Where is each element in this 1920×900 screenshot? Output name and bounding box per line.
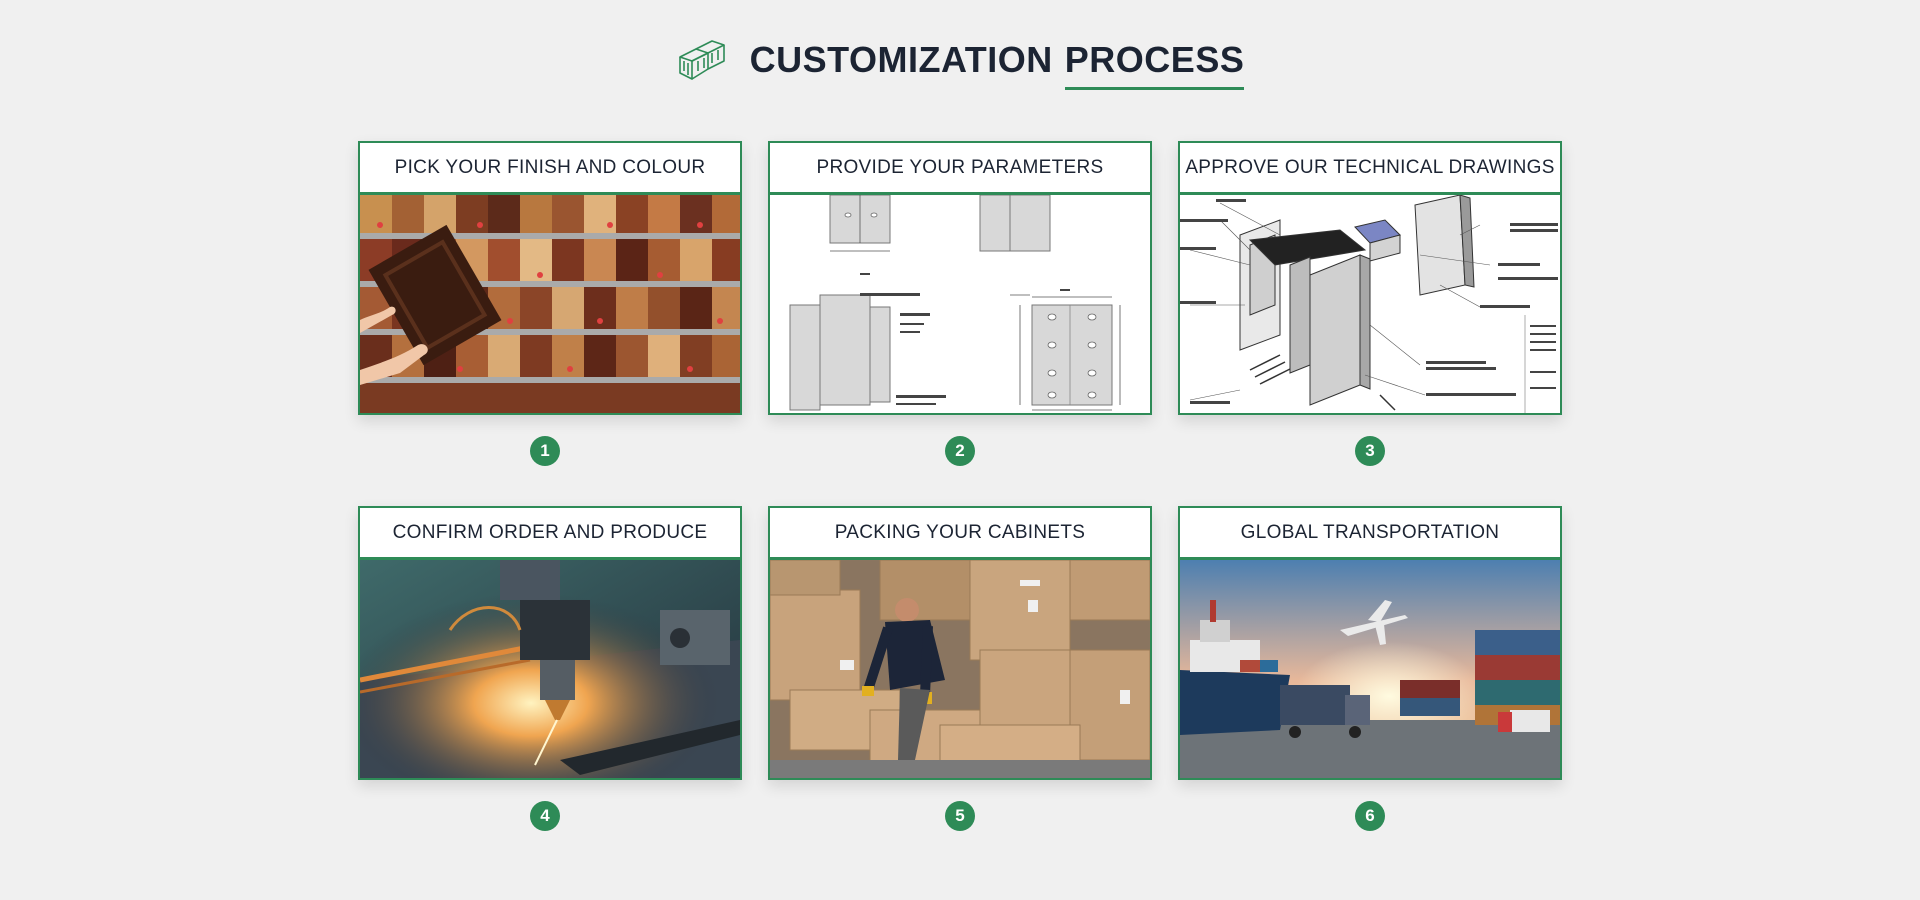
- step-card-3[interactable]: APPROVE OUR TECHNICAL DRAWINGS: [1178, 141, 1562, 415]
- step-title: PROVIDE YOUR PARAMETERS: [770, 143, 1150, 195]
- page-header: CUSTOMIZATION PROCESS: [0, 34, 1920, 90]
- step-title: CONFIRM ORDER AND PRODUCE: [360, 508, 740, 560]
- title-part-2: PROCESS: [1064, 34, 1245, 90]
- worker-packing-boxes-image: [770, 560, 1150, 778]
- cabinet-blocks-icon: [678, 40, 725, 80]
- step-card-4[interactable]: CONFIRM ORDER AND PRODUCE: [358, 506, 742, 780]
- step-number-6: 6: [1355, 801, 1385, 831]
- step-title: PACKING YOUR CABINETS: [770, 508, 1150, 560]
- exploded-cabinet-drawing-image: [1180, 195, 1560, 413]
- wood-finish-samples-image: [360, 195, 740, 413]
- step-number-4: 4: [530, 801, 560, 831]
- step-number-3: 3: [1355, 436, 1385, 466]
- step-number-5: 5: [945, 801, 975, 831]
- step-card-2[interactable]: PROVIDE YOUR PARAMETERS: [768, 141, 1152, 415]
- step-number-1: 1: [530, 436, 560, 466]
- step-title: PICK YOUR FINISH AND COLOUR: [360, 143, 740, 195]
- page-title: CUSTOMIZATION PROCESS: [749, 34, 1245, 90]
- laser-cutting-machine-image: [360, 560, 740, 778]
- engineering-parameter-drawing-image: [770, 195, 1150, 413]
- step-number-2: 2: [945, 436, 975, 466]
- title-part-1: CUSTOMIZATION: [749, 39, 1053, 80]
- step-card-5[interactable]: PACKING YOUR CABINETS: [768, 506, 1152, 780]
- ship-truck-plane-port-image: [1180, 560, 1560, 778]
- step-title: GLOBAL TRANSPORTATION: [1180, 508, 1560, 560]
- step-card-1[interactable]: PICK YOUR FINISH AND COLOUR: [358, 141, 742, 415]
- step-title: APPROVE OUR TECHNICAL DRAWINGS: [1180, 143, 1560, 195]
- step-card-6[interactable]: GLOBAL TRANSPORTATION: [1178, 506, 1562, 780]
